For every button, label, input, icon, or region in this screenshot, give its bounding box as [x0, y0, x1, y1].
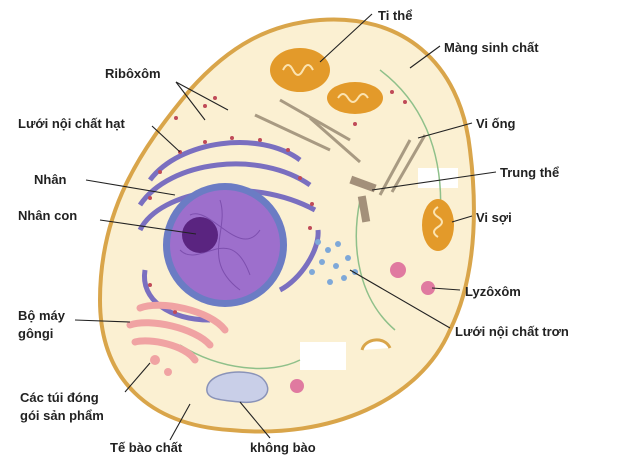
- blank-patch-1: [300, 342, 346, 370]
- label-lyzoxom: Lyzôxôm: [465, 284, 521, 299]
- label-mang-sinh-chat: Màng sinh chất: [444, 40, 539, 55]
- label-riboxom: Ribôxôm: [105, 66, 161, 81]
- label-cac-tui-2: gói sản phẩm: [20, 408, 104, 423]
- khong-bao: [207, 372, 268, 402]
- label-vi-ong: Vi ống: [476, 116, 516, 131]
- label-khong-bao: không bào: [250, 440, 316, 455]
- label-trung-the: Trung thể: [500, 165, 559, 180]
- ti-the-1: [270, 48, 330, 92]
- label-vi-soi: Vi sợi: [476, 210, 512, 225]
- label-bo-may-gongi-2: gôngi: [18, 326, 53, 341]
- label-te-bao-chat: Tế bào chất: [110, 440, 183, 455]
- ti-the-3: [422, 199, 454, 251]
- label-ti-the: Ti thể: [378, 8, 412, 23]
- label-bo-may-gongi-1: Bộ máy: [18, 308, 66, 323]
- label-luoi-noi-chat-hat: Lưới nội chất hạt: [18, 116, 125, 131]
- nhan-con: [182, 217, 218, 253]
- label-cac-tui-1: Các túi đóng: [20, 390, 99, 405]
- ti-the-2: [327, 82, 383, 114]
- label-luoi-noi-chat-tron: Lưới nội chất trơn: [455, 324, 569, 339]
- label-nhan-con: Nhân con: [18, 208, 77, 223]
- label-nhan: Nhân: [34, 172, 67, 187]
